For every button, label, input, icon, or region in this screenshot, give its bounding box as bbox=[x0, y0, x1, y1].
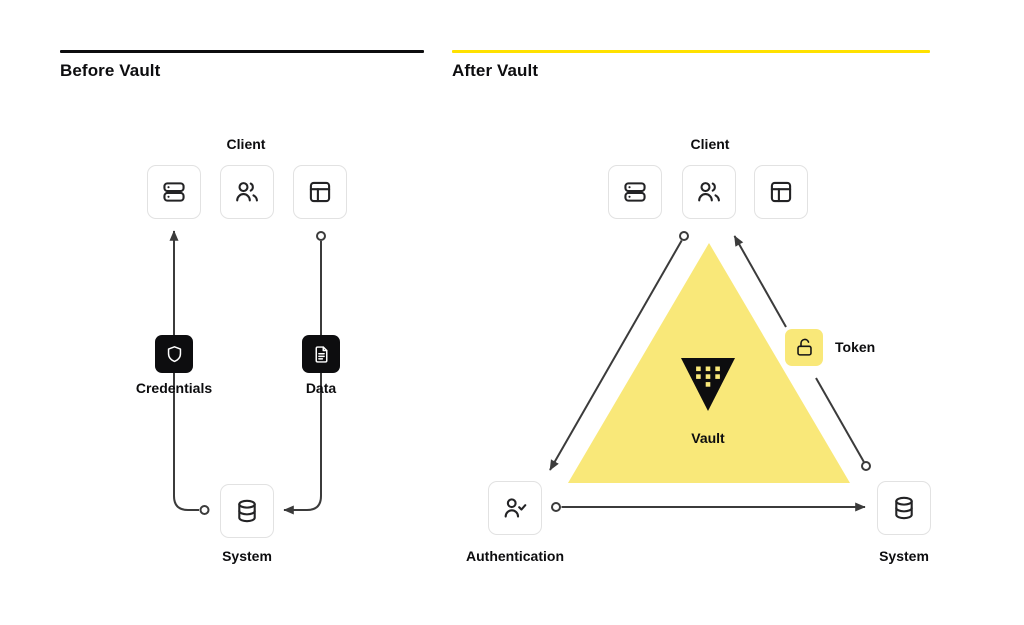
system-label-before: System bbox=[222, 548, 272, 564]
system-label-after: System bbox=[879, 548, 929, 564]
server-icon bbox=[624, 182, 646, 202]
client-server-box-after bbox=[608, 165, 662, 219]
before-vault-rule bbox=[60, 50, 424, 53]
token-label: Token bbox=[835, 339, 876, 355]
database-icon bbox=[238, 499, 256, 523]
users-icon bbox=[698, 182, 720, 202]
unlock-icon bbox=[796, 338, 812, 356]
system-to-token-line bbox=[815, 377, 871, 471]
data-label: Data bbox=[305, 380, 337, 396]
client-users-box-after bbox=[682, 165, 736, 219]
user-check-icon bbox=[504, 498, 527, 518]
layout-icon bbox=[309, 181, 331, 203]
token-chip bbox=[785, 329, 823, 366]
client-label-after: Client bbox=[690, 136, 730, 152]
users-icon bbox=[236, 182, 258, 202]
client-users-box-before bbox=[220, 165, 274, 219]
before-vault-title: Before Vault bbox=[60, 61, 161, 80]
authentication-box bbox=[488, 481, 542, 535]
shield-icon bbox=[167, 345, 181, 362]
vault-logo-icon bbox=[681, 358, 735, 411]
authentication-to-system-line bbox=[551, 502, 866, 512]
file-text-icon bbox=[315, 345, 327, 363]
system-box-before bbox=[220, 484, 274, 538]
credentials-label: Credentials bbox=[135, 380, 213, 396]
database-icon bbox=[895, 496, 913, 520]
layout-icon bbox=[770, 181, 792, 203]
after-vault-title: After Vault bbox=[452, 61, 539, 80]
credentials-chip bbox=[155, 335, 193, 373]
system-box-after bbox=[877, 481, 931, 535]
authentication-label: Authentication bbox=[466, 548, 564, 564]
client-layout-box-after bbox=[754, 165, 808, 219]
after-vault-rule bbox=[452, 50, 930, 53]
client-to-authentication-line bbox=[549, 231, 689, 471]
server-icon bbox=[163, 182, 185, 202]
client-layout-box-before bbox=[293, 165, 347, 219]
token-to-client-line bbox=[733, 235, 787, 328]
vault-label: Vault bbox=[691, 430, 725, 446]
data-chip bbox=[302, 335, 340, 373]
client-server-box-before bbox=[147, 165, 201, 219]
client-label-before: Client bbox=[226, 136, 266, 152]
